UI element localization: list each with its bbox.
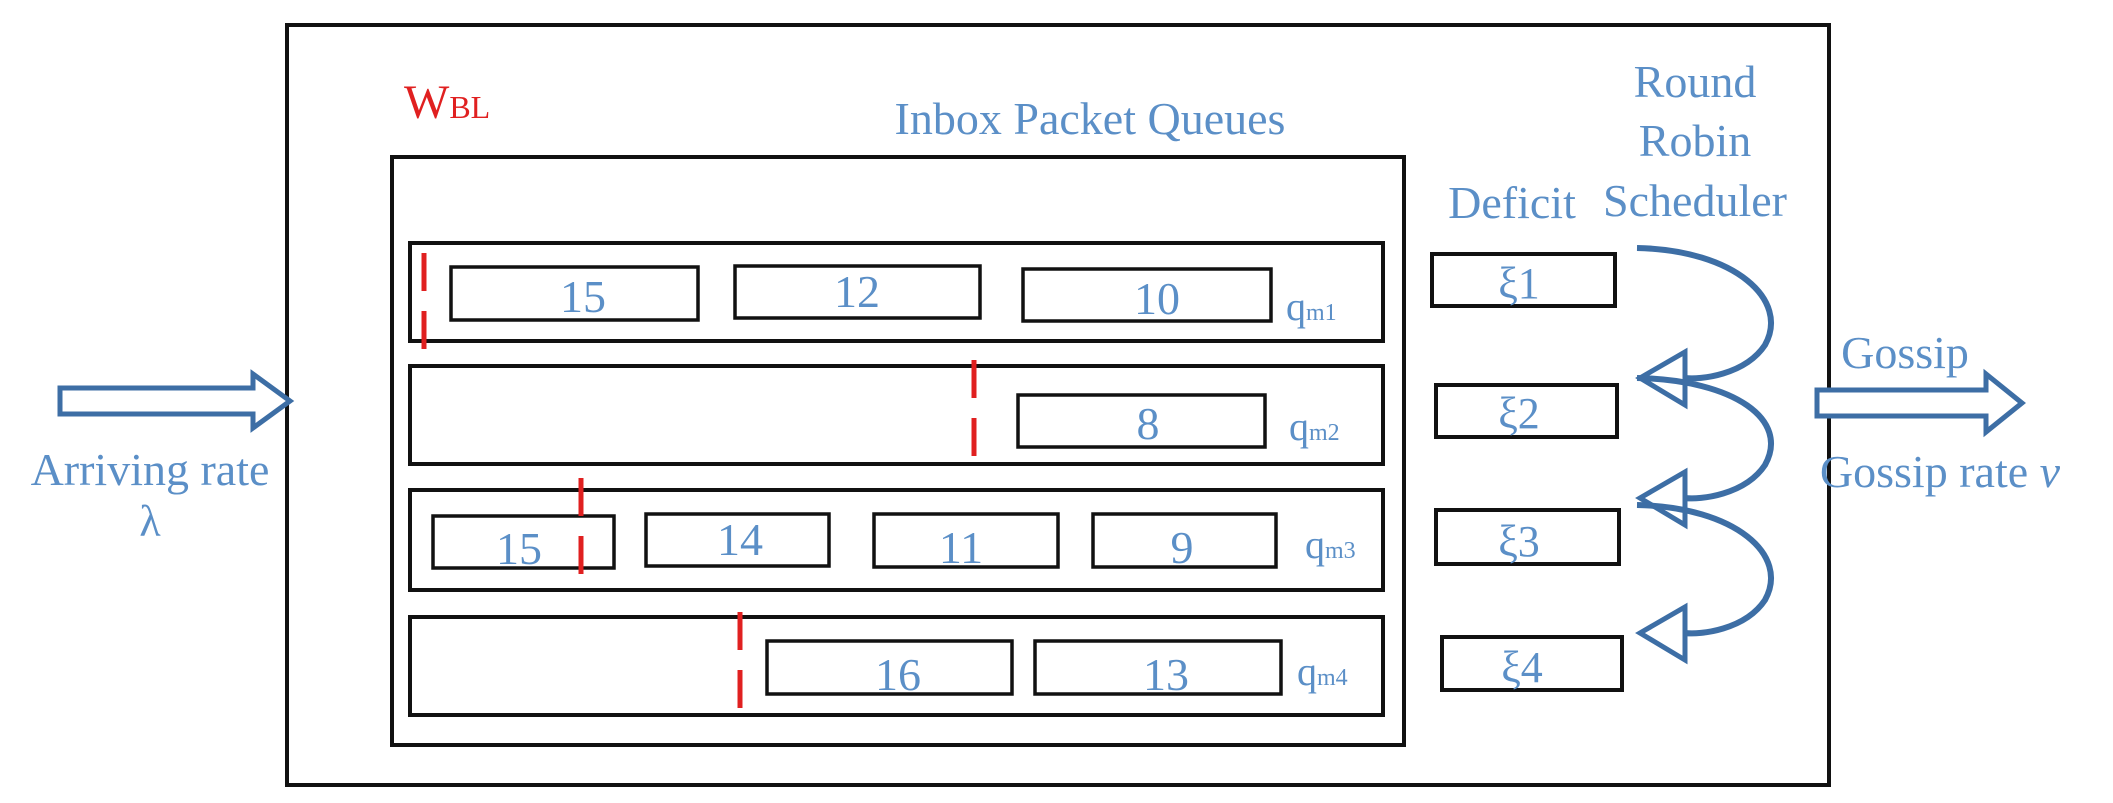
curl-arrowhead-icon [1635, 602, 1688, 665]
queue-row: 8 qm2 ξ2 [408, 360, 1619, 473]
packet-label: 10 [1134, 273, 1180, 324]
curl-loop [1636, 245, 1774, 382]
scheduler-title-line2: Robin [1639, 115, 1751, 166]
curl-loop [1636, 502, 1774, 637]
window-label: WBL [404, 76, 490, 129]
packet [1016, 393, 1267, 449]
queue-label: qm1 [1286, 284, 1337, 329]
queue-row: 15 12 10 qm1 ξ1 [408, 241, 1617, 370]
packet [431, 514, 616, 570]
deficit-label: ξ3 [1498, 517, 1540, 566]
queue-row: 15 14 11 9 qm3 ξ3 [408, 478, 1621, 593]
deficit-box [1434, 508, 1621, 566]
packet [733, 264, 982, 320]
input-rate-symbol: λ [139, 497, 161, 546]
output-top-label: Gossip [1841, 327, 1969, 378]
output-rate-label: Gossip rate v [1820, 446, 2061, 497]
packet [872, 512, 1060, 569]
packet-label: 15 [496, 523, 542, 574]
output-arrow-icon [1814, 368, 2026, 438]
deficit-box [1434, 383, 1619, 439]
scheduler-title-line3: Scheduler [1603, 175, 1787, 226]
deficit-label: ξ2 [1498, 389, 1540, 438]
deficit-box [1430, 252, 1617, 308]
packet [1033, 639, 1283, 696]
queue-label: qm4 [1297, 649, 1348, 694]
packet-label: 14 [717, 514, 763, 565]
packet [765, 639, 1014, 696]
queue-label: qm2 [1289, 404, 1340, 449]
deficit-label: ξ4 [1501, 643, 1543, 692]
scheduler-curl-2 [1635, 375, 1774, 530]
packet-label: 16 [875, 649, 921, 700]
packet-label: 9 [1171, 522, 1194, 573]
curl-loop [1636, 375, 1774, 502]
queue-row: 16 13 qm4 ξ4 [408, 612, 1624, 727]
scheduler-title-line1: Round [1634, 56, 1757, 107]
deficit-label: ξ1 [1498, 259, 1540, 308]
packet-label: 13 [1143, 649, 1189, 700]
packet [1021, 267, 1273, 323]
input-arrow-icon [57, 369, 295, 433]
packet-label: 11 [939, 522, 983, 573]
deficit-title: Deficit [1448, 177, 1576, 228]
packet [449, 265, 700, 322]
packet [1091, 512, 1278, 569]
packet-label: 15 [560, 271, 606, 322]
packet-label: 8 [1137, 398, 1160, 449]
curl-arrowhead-icon [1635, 467, 1688, 530]
deficit-box [1440, 635, 1624, 692]
packet [644, 512, 831, 568]
packet-label: 12 [834, 266, 880, 317]
input-rate-label: Arriving rate [31, 444, 270, 495]
scheduler-curl-3 [1635, 502, 1774, 665]
queues-title: Inbox Packet Queues [895, 93, 1286, 144]
queue-label: qm3 [1305, 522, 1356, 567]
